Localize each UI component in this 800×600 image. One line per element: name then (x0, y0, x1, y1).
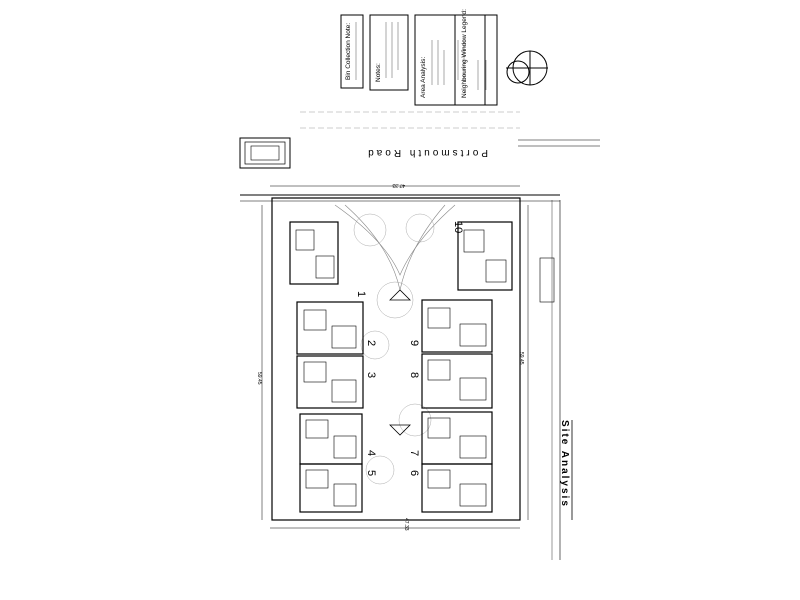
unit-block-5 (299, 463, 363, 513)
site-boundary (271, 197, 521, 521)
dimension-top: 47.33 (270, 182, 520, 188)
neighbouring-window-legend-title: Neighbouring Window Legend: (461, 9, 468, 98)
portsmouth-road: Portsmouth Road Portsmouth Road (240, 111, 600, 202)
unit-block-3 (296, 355, 364, 409)
unit-number-7: 7 (408, 450, 420, 456)
north-arrow-icon (506, 50, 548, 86)
unit-block-1 (289, 221, 339, 285)
bin-collection-note-box: Bin Collection Note: (340, 14, 364, 89)
drawing-title-text: Site Analysis (559, 420, 570, 508)
dimension-right: 59.45 (518, 205, 529, 520)
dimension-right-label: 59.45 (518, 352, 524, 365)
unit-number-10: 10 (452, 221, 464, 233)
neighbour-boundary-right (539, 200, 561, 560)
unit-number-5: 5 (365, 470, 377, 476)
unit-number-1: 1 (355, 291, 367, 297)
area-analysis-title: Area Analysis: (420, 57, 427, 98)
dimension-left: 59.45 (256, 205, 263, 520)
unit-block-4 (299, 413, 363, 465)
unit-number-2: 2 (365, 340, 377, 346)
unit-block-10 (457, 221, 513, 291)
dimension-top-label: 47.33 (392, 182, 405, 188)
notes-box: Notes: (369, 14, 409, 91)
unit-block-2 (296, 301, 364, 355)
drawing-title: Site Analysis (559, 420, 573, 520)
area-analysis-box: Area Analysis: (414, 14, 486, 106)
unit-block-7 (421, 411, 493, 465)
dimension-bottom: 47.33 (270, 518, 520, 531)
unit-number-3: 3 (365, 372, 377, 378)
dimension-left-label: 59.45 (256, 372, 262, 385)
unit-block-8 (421, 353, 493, 409)
notes-title: Notes: (375, 63, 382, 82)
road-name-label: Portsmouth Road (365, 147, 488, 158)
unit-numbers: 1 2 3 4 5 6 7 8 9 10 (355, 221, 464, 476)
unit-number-8: 8 (408, 372, 420, 378)
bin-collection-note-title: Bin Collection Note: (345, 23, 352, 80)
neighbouring-window-legend-box: Neighbouring Window Legend: (454, 9, 498, 106)
bin-store (239, 137, 291, 169)
unit-number-9: 9 (408, 340, 420, 346)
unit-number-4: 4 (365, 450, 377, 456)
unit-number-6: 6 (408, 470, 420, 476)
unit-block-6 (421, 463, 493, 513)
dimension-bottom-label: 47.33 (403, 518, 409, 531)
unit-block-9 (421, 299, 493, 353)
central-courtyard (334, 204, 456, 485)
